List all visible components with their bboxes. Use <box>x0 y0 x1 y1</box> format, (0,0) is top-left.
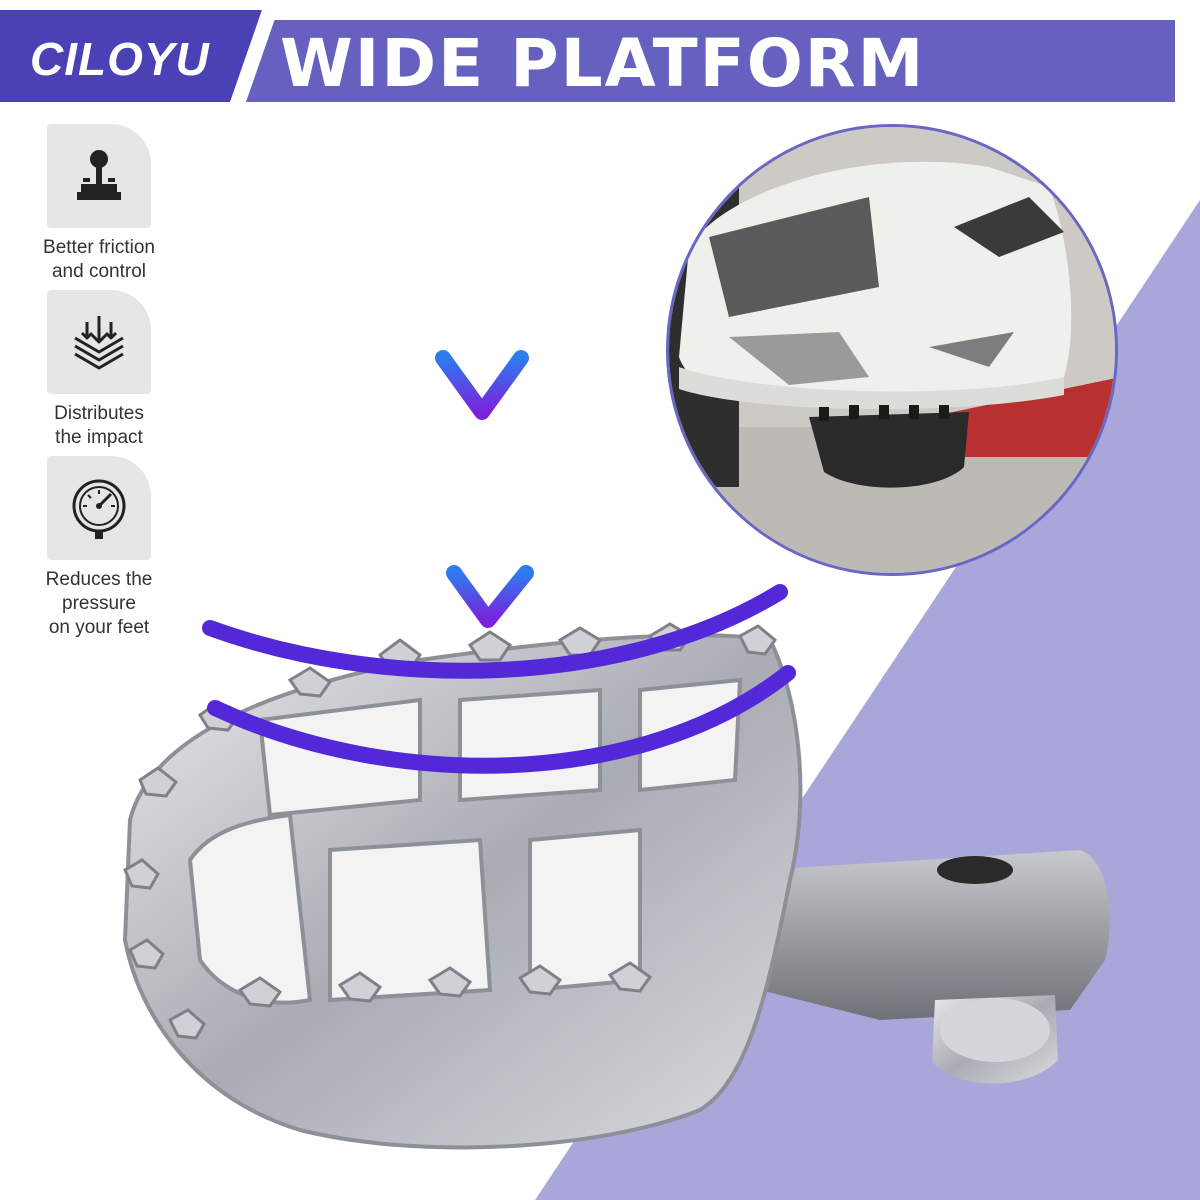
arrow-down-icon <box>435 254 529 420</box>
feature-distribute: Distributes the impact <box>16 290 182 450</box>
arrow-down-icon <box>446 462 534 628</box>
feature-label: Distributes <box>54 403 144 424</box>
usage-photo <box>666 124 1118 576</box>
pressure-arc <box>202 584 796 774</box>
brand-logo: CILOYU <box>30 33 210 85</box>
pressure-gauge-icon <box>72 479 126 539</box>
feature-label: pressure <box>62 593 136 614</box>
feature-friction: Better friction and control <box>16 124 182 284</box>
feature-tile <box>47 124 151 228</box>
feature-label: Reduces the <box>45 569 153 590</box>
feature-label: the impact <box>55 427 143 448</box>
feature-label: and control <box>51 261 146 282</box>
feature-pressure: Reduces the pressure on your feet <box>16 456 182 640</box>
feature-label: Better friction <box>43 237 155 258</box>
header-banner: CILOYU WIDE PLATFORM <box>0 10 1175 102</box>
feature-label: on your feet <box>48 617 150 638</box>
layers-down-icon <box>74 316 124 370</box>
joystick-icon <box>77 150 121 200</box>
feature-tile <box>47 456 151 560</box>
feature-tile <box>47 290 151 394</box>
page-title: WIDE PLATFORM <box>280 25 926 102</box>
